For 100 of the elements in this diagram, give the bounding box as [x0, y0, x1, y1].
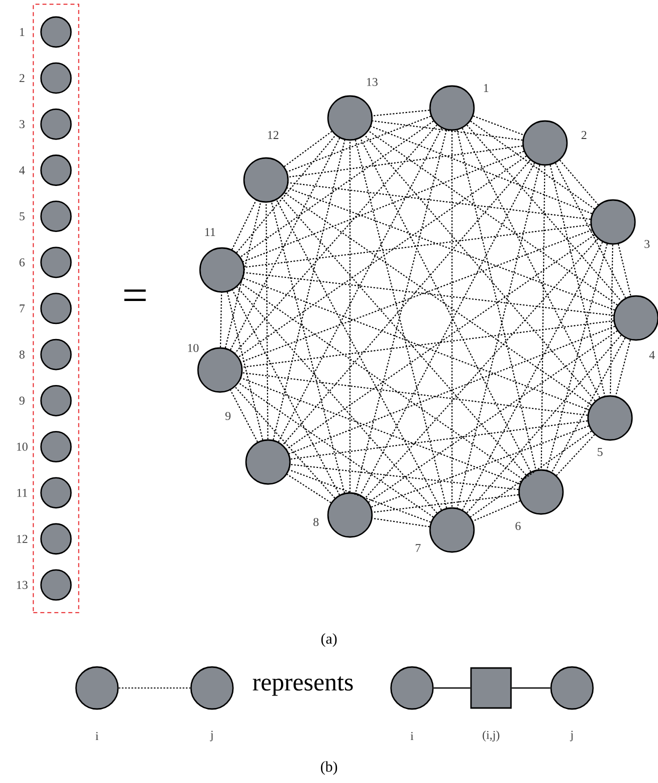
node-label: 2 — [20, 74, 24, 82]
connector-line — [243, 278, 589, 410]
circle — [40, 523, 72, 555]
connector-line — [360, 138, 532, 472]
circle — [40, 431, 72, 462]
circle — [429, 85, 475, 131]
node-label: 9 — [19, 396, 24, 405]
node-label: 12 — [268, 131, 278, 139]
connector-line — [118, 687, 190, 689]
connector-line — [546, 244, 608, 470]
connector-line — [240, 282, 523, 480]
connector-line — [370, 126, 592, 214]
circle — [40, 292, 72, 324]
caption: (b) — [320, 761, 338, 775]
node-label: 5 — [598, 448, 603, 456]
connector-line — [284, 192, 592, 406]
node-label: 3 — [644, 240, 650, 248]
connector-line — [289, 469, 431, 523]
connector-line — [550, 164, 606, 396]
node-label: 5 — [20, 212, 25, 220]
circle — [327, 95, 373, 141]
connector-line — [364, 134, 596, 402]
equals-sign: = — [124, 290, 146, 301]
circle — [522, 120, 568, 166]
node-label: 13 — [17, 580, 28, 589]
circle — [429, 507, 475, 553]
circle — [518, 469, 564, 515]
connector-line — [278, 128, 442, 442]
node-label: 12 — [17, 534, 28, 543]
connector-line — [241, 378, 520, 484]
node-label: i — [410, 732, 414, 740]
node-label: 11 — [205, 228, 216, 236]
node-label: 10 — [17, 442, 28, 451]
node-label: 8 — [313, 518, 319, 526]
connector-line — [615, 340, 631, 396]
circle — [587, 395, 633, 441]
connector-line — [288, 182, 591, 220]
connector-line — [287, 187, 615, 311]
connector-line — [368, 330, 618, 503]
connector-line — [226, 292, 264, 440]
node-label: 4 — [19, 166, 25, 174]
circle — [197, 347, 243, 393]
node-label: 1 — [484, 84, 488, 92]
connector-line — [472, 500, 520, 522]
connector-line — [224, 202, 262, 348]
node-label: j — [210, 730, 213, 742]
connector-line — [240, 120, 434, 258]
connector-line — [244, 224, 591, 268]
connector-line — [238, 156, 527, 358]
circle — [40, 338, 72, 370]
node-label: 6 — [20, 258, 25, 266]
connector-line — [512, 687, 550, 689]
connector-line — [470, 120, 595, 210]
connector-line — [555, 162, 626, 298]
connector-line — [238, 382, 434, 518]
connector-line — [540, 166, 546, 470]
connector-line — [242, 372, 588, 416]
circle — [390, 666, 434, 710]
connector-line — [272, 140, 346, 440]
connector-line — [276, 200, 442, 510]
connector-line — [466, 334, 622, 514]
connector-line — [288, 326, 616, 454]
connector-line — [286, 234, 595, 450]
connector-line — [462, 242, 603, 510]
connector-line — [456, 164, 540, 508]
circle — [40, 108, 72, 140]
node-label: 1 — [20, 28, 24, 36]
connector-line — [231, 200, 257, 250]
circle — [40, 200, 72, 232]
connector-line — [371, 425, 589, 508]
connector-line — [288, 145, 523, 178]
circle — [40, 569, 72, 601]
circle — [40, 384, 72, 416]
circle — [199, 247, 245, 293]
node-label: 10 — [188, 344, 199, 352]
connector-line — [372, 518, 430, 528]
relation-text: represents — [252, 676, 353, 696]
connector-line — [271, 202, 346, 494]
connector-line — [290, 464, 518, 490]
connector-line — [372, 110, 430, 116]
connector-line — [266, 202, 268, 440]
connector-line — [372, 494, 519, 513]
connector-line — [360, 162, 535, 496]
connector-line — [466, 124, 622, 302]
connector-line — [234, 386, 336, 498]
circle — [550, 666, 594, 710]
circle — [40, 16, 72, 48]
connector-line — [241, 229, 592, 363]
circle — [75, 666, 119, 710]
connector-line — [242, 320, 614, 368]
connector-line — [284, 131, 332, 167]
node-label: 9 — [225, 412, 230, 420]
node-label: 7 — [20, 304, 25, 312]
connector-line — [282, 160, 531, 446]
connector-line — [473, 115, 524, 136]
circle — [40, 246, 72, 278]
connector-line — [368, 130, 618, 306]
node-label: 4 — [649, 351, 655, 359]
connector-line — [556, 434, 595, 476]
connector-line — [286, 474, 332, 504]
